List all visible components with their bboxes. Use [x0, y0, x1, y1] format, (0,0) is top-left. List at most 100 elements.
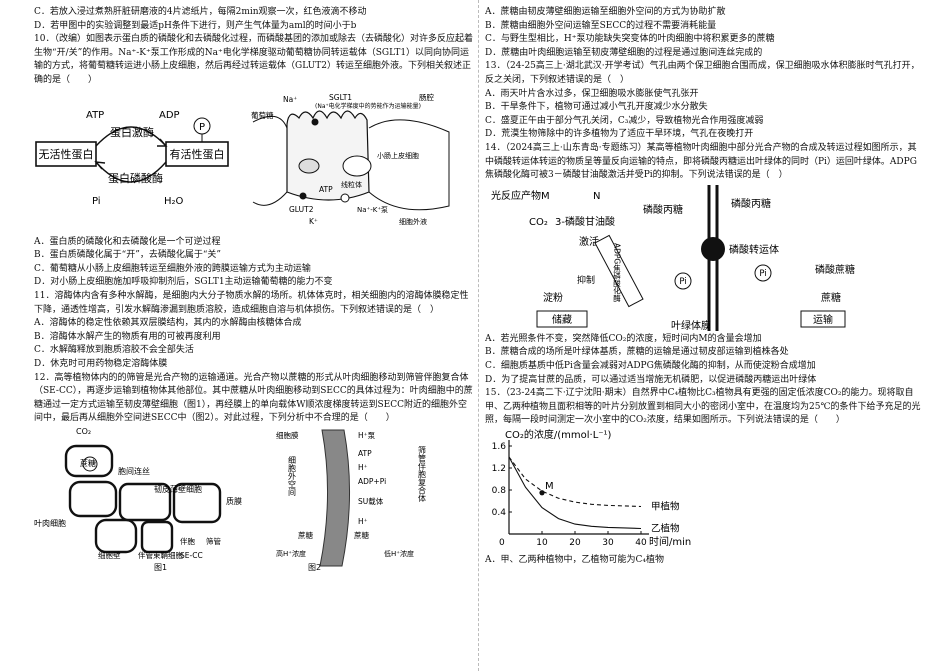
extracellular-label: 细胞外液 [399, 217, 427, 226]
y-tick-label: 0.8 [492, 486, 507, 496]
sucrose-phosphate-label: 磷酸蔗糖 [815, 263, 855, 276]
transporter-label: 磷酸转运体 [729, 243, 779, 256]
atp-label-3: ATP [358, 449, 372, 458]
adpg-label: ADPG焦磷酸化酶 [612, 243, 621, 303]
n-label: N [593, 191, 600, 202]
secc-label: SE-CC [180, 551, 203, 560]
phosphate-label: P [199, 122, 205, 133]
q10-stem: 10．（改编）如图表示蛋白质的磷酸化和去磷酸化过程，而磷酸基团的添加或除去（去磷… [34, 34, 473, 85]
na-label: Na⁺ [283, 95, 297, 104]
glucose-label: 葡萄糖 [251, 110, 274, 120]
active-protein-label: 有活性蛋白 [170, 147, 225, 161]
epithelial-cell [286, 109, 370, 201]
x-tick-label: 20 [569, 538, 581, 548]
proton-pump-label: H⁺泵 [358, 431, 376, 440]
q12-stem: 12．高等植物体内的的筛管是光合产物的运输通道。光合产物以蔗糖的形式从叶肉细胞移… [34, 372, 473, 424]
neighbor-cell-right [368, 119, 450, 210]
chart-axes [508, 439, 649, 535]
co2-label-2: CO₂ [529, 217, 548, 228]
adpg-enzyme-box [594, 234, 644, 307]
series-label-1: 甲植物 [651, 500, 680, 512]
companion-complex-label: 伴管束鞘细胞 [138, 550, 183, 560]
atp-label-2: ATP [319, 185, 333, 194]
q12-option-a: A．蔗糖由韧皮薄壁细胞运输至细胞外空间的方式为协助扩散 [485, 7, 726, 17]
k-label: K⁺ [309, 217, 318, 226]
triose-label: 磷酸丙糖 [643, 203, 683, 216]
column-divider [478, 0, 479, 671]
q12-figures: CO₂ 蔗糖 胞间连丝 韧皮薄壁细胞 质膜 叶肉细胞 细胞壁 伴管束鞘细胞 伴胞… [34, 426, 474, 572]
transport-label: 运输 [813, 313, 833, 326]
q14-option-a: A．若光照条件不变，突然降低CO₂的浓度，短时间内M的含量会增加 [485, 333, 762, 344]
active-protein-box [165, 140, 229, 167]
storage-box [536, 310, 588, 328]
y-tick-label: 1.6 [492, 442, 507, 452]
secc-label-2: 筛管伴胞复合体 [418, 445, 427, 503]
high-h-label: 高H⁺浓度 [276, 549, 306, 558]
transporter-icon [701, 236, 725, 261]
adp-label: ADP [159, 110, 180, 121]
atp-label: ATP [86, 110, 104, 121]
q11-stem: 11．溶酶体内含有多种水解酶，是细胞内大分子物质水解的场所。机体体克时，相关细胞… [34, 290, 469, 315]
q13-option-d: D．荒漠生物筛除中的许多植物为了适应干旱环境，气孔在夜晚打开 [485, 129, 754, 140]
pump-icon [340, 193, 350, 203]
hplus-label: H⁺ [358, 463, 368, 472]
q14-stem: 14．（2024高三上·山东青岛·专题练习）某高等植物叶肉细胞中部分光合产物的合… [485, 142, 917, 181]
sglt1-note: (Na⁺电化学梯度中的势能作为运输能量) [315, 102, 421, 110]
mesophyll-label: 叶肉细胞 [34, 518, 66, 528]
fig10b-glucose-transport: 葡萄糖 Na⁺ SGLT1 (Na⁺电化学梯度中的势能作为运输能量) 肠腔 小肠… [251, 92, 450, 226]
h2o-label: H₂O [164, 196, 184, 207]
chart-y-axis-label: CO₂的浓度/(mmol·L⁻¹) [505, 428, 612, 441]
membrane-band [319, 429, 350, 567]
fig10a-phosphorylation: 无活性蛋白 有活性蛋白 ATP ADP 蛋白激酶 P 蛋白磷酸酶 Pi H₂O [35, 110, 229, 207]
q10-option-a: A．蛋白质的磷酸化和去磷酸化是一个可逆过程 [34, 236, 221, 247]
su-label: SU载体 [358, 496, 384, 506]
fig12a-leaf-cells: CO₂ 蔗糖 胞间连丝 韧皮薄壁细胞 质膜 叶肉细胞 细胞壁 伴管束鞘细胞 伴胞… [34, 427, 242, 572]
triose-label-2: 磷酸丙糖 [731, 197, 771, 210]
q13-stem: 13．（24-25高三上·湖北武汉·开学考试）气孔由两个保卫细胞合围而成，保卫细… [485, 61, 920, 85]
sglt1-label: SGLT1 [329, 93, 352, 102]
kinase-arrow [95, 125, 167, 147]
q9-option-c: C．若放入浸过煮熟肝脏研磨液的4片滤纸片，每隔2min观察一次，红色液滴不移动 [34, 7, 367, 17]
q10-option-d: D．对小肠上皮细胞施加呼吸抑制剂后，SGLT1主动运输葡萄糖的能力不变 [34, 277, 333, 288]
q13-option-b: B．干旱条件下，植物可通过减小气孔开度减少水分散失 [485, 102, 708, 113]
plasma-membrane-label: 质膜 [226, 496, 242, 506]
chart-x-axis-label: 时间/min [649, 535, 691, 548]
x-tick-label: 10 [536, 538, 548, 548]
sucrose-label-4: 蔗糖 [821, 291, 841, 304]
activate-label: 激活 [579, 235, 599, 248]
plasmodesmata-label: 胞间连丝 [118, 466, 150, 476]
glut2-label: GLUT2 [289, 205, 314, 214]
phosphatase-arrow [95, 161, 167, 183]
kinase-label: 蛋白激酶 [110, 125, 154, 139]
pga-label: 3-磷酸甘油酸 [555, 215, 615, 228]
membrane-label: 细胞膜 [276, 430, 299, 440]
hplus-label-2: H⁺ [358, 517, 368, 526]
q13-option-c: C．盛夏正午由于部分气孔关闭，C₃减少，导致植物光合作用强度减弱 [485, 115, 764, 126]
x-tick-label: 30 [602, 538, 614, 548]
sglt1-icon [311, 118, 319, 126]
q10-figures: 无活性蛋白 有活性蛋白 ATP ADP 蛋白激酶 P 蛋白磷酸酶 Pi H₂O [34, 88, 474, 236]
cell-wall-label: 细胞壁 [98, 550, 121, 560]
pi-label-2: Pi [759, 269, 766, 279]
q9-option-d: D．若甲图中的实验调整到最适pH条件下进行，则产生气体量为aml的时间小于b [34, 20, 357, 31]
fig12b-membrane-transport: 细胞膜 H⁺泵 ATP H⁺ ADP+Pi SU载体 H⁺ 蔗糖 蔗糖 高H⁺浓… [276, 429, 427, 572]
series-label-2: 乙植物 [651, 522, 680, 534]
bundle-sheath-cell [140, 520, 174, 554]
inactive-protein-box [35, 140, 97, 167]
q10-option-c: C．葡萄糖从小肠上皮细胞转运至细胞外液的跨膜运输方式为主动运输 [34, 263, 311, 274]
series-line-2 [508, 456, 642, 529]
q14-option-b: B．蔗糖合成的场所是叶绿体基质，蔗糖的运输是通过韧皮部运输到植株各处 [485, 347, 789, 358]
series-line-1 [508, 456, 642, 507]
y-tick-label: 1.2 [492, 464, 506, 474]
q11-option-b: B．溶酶体水解产生的物质有用的可被再度利用 [34, 331, 221, 342]
q15-option-a: A．甲、乙两种植物中，乙植物可能为C₄植物 [485, 554, 664, 565]
nucleus-icon [342, 155, 372, 177]
q15-stem: 15．（23-24高二下·辽宁沈阳·期末）自然界中C₄植物比C₃植物具有更强的固… [485, 388, 921, 426]
pi-label-1: Pi [679, 277, 686, 287]
q12-option-c: C．与野生型相比，H⁺泵功能缺失突变体的叶肉细胞中将积累更多的蔗糖 [485, 34, 775, 45]
pump-label: Na⁺-K⁺泵 [357, 206, 388, 214]
y-tick-label: 0.4 [492, 508, 507, 518]
q11-option-d: D．休克时可用药物稳定溶酶体膜 [34, 358, 168, 369]
neighbor-cell-left [252, 115, 288, 206]
